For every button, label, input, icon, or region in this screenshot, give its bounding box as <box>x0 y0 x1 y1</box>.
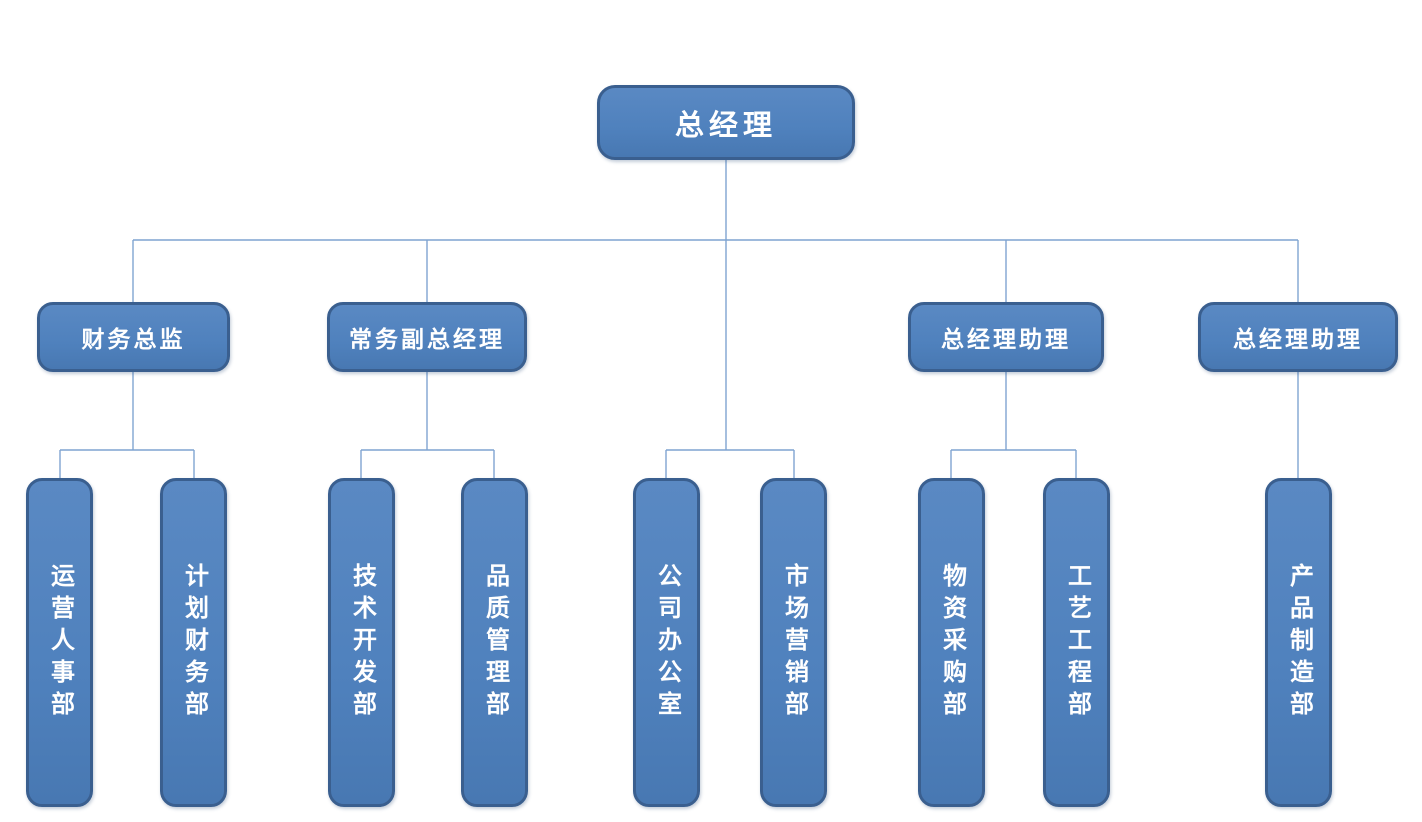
org-node-label: 物资采购部 <box>938 562 965 723</box>
org-node-label: 产品制造部 <box>1285 562 1312 723</box>
org-node-label: 运营人事部 <box>46 562 73 723</box>
org-node-gm-assistant-1[interactable]: 总经理助理 <box>908 302 1104 372</box>
org-node-dept-company-office[interactable]: 公司办公室 <box>633 478 700 807</box>
org-node-label: 品质管理部 <box>481 562 508 723</box>
org-node-executive-deputy-gm[interactable]: 常务副总经理 <box>327 302 527 372</box>
org-node-label: 公司办公室 <box>653 562 680 723</box>
org-node-dept-tech-development[interactable]: 技术开发部 <box>328 478 395 807</box>
org-node-label: 技术开发部 <box>348 562 375 723</box>
org-node-dept-material-procurement[interactable]: 物资采购部 <box>918 478 985 807</box>
org-node-label: 常务副总经理 <box>349 327 505 352</box>
org-node-label: 总经理助理 <box>1233 327 1363 352</box>
org-node-dept-planning-finance[interactable]: 计划财务部 <box>160 478 227 807</box>
org-node-dept-marketing[interactable]: 市场营销部 <box>760 478 827 807</box>
org-node-label: 总经理 <box>674 109 777 142</box>
org-node-dept-operations-hr[interactable]: 运营人事部 <box>26 478 93 807</box>
org-node-dept-process-engineering[interactable]: 工艺工程部 <box>1043 478 1110 807</box>
org-node-gm-assistant-2[interactable]: 总经理助理 <box>1198 302 1398 372</box>
org-node-finance-director[interactable]: 财务总监 <box>37 302 230 372</box>
org-node-label: 财务总监 <box>81 327 186 352</box>
org-node-general-manager[interactable]: 总经理 <box>597 85 855 160</box>
org-node-dept-quality-management[interactable]: 品质管理部 <box>461 478 528 807</box>
org-node-label: 总经理助理 <box>941 327 1071 352</box>
org-node-dept-product-manufacturing[interactable]: 产品制造部 <box>1265 478 1332 807</box>
org-node-label: 计划财务部 <box>180 562 207 723</box>
org-node-label: 工艺工程部 <box>1063 562 1090 723</box>
org-node-label: 市场营销部 <box>780 562 807 723</box>
